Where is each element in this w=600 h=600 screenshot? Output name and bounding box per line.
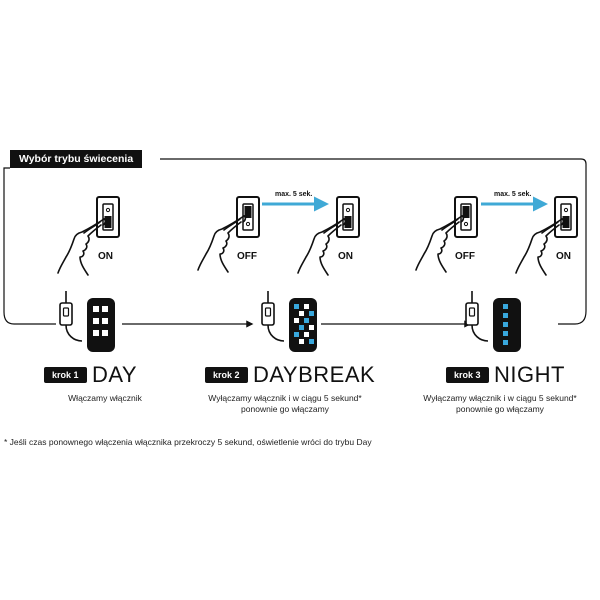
step-description-line: ponownie go włączamy bbox=[241, 404, 329, 414]
step-badge: krok 3 bbox=[446, 367, 489, 383]
wall-switch-icon bbox=[336, 196, 360, 238]
on-label: ON bbox=[98, 251, 113, 262]
cable-switch-icon bbox=[59, 290, 83, 342]
led-panel-icon bbox=[87, 298, 115, 352]
step-description-line: Wyłączamy włącznik i w ciągu 5 sekund* bbox=[208, 393, 362, 403]
mode-title: NIGHT bbox=[494, 362, 565, 387]
led-blue-dots bbox=[503, 304, 508, 345]
step-badge: krok 1 bbox=[44, 367, 87, 383]
max-time-label: max. 5 sek. bbox=[494, 191, 532, 198]
cable-switch-icon bbox=[465, 290, 489, 342]
step3-device bbox=[465, 290, 521, 352]
off-label: OFF bbox=[455, 251, 475, 262]
on-label: ON bbox=[338, 251, 353, 262]
step-description: Włączamy włącznik bbox=[68, 393, 142, 403]
step-badge: krok 2 bbox=[205, 367, 248, 383]
hand-icon bbox=[57, 218, 107, 276]
on-label: ON bbox=[556, 251, 571, 262]
mode-title: DAY bbox=[92, 362, 138, 387]
step1-device bbox=[59, 290, 115, 352]
step3-switch-illustration bbox=[415, 196, 578, 276]
wall-switch-icon bbox=[554, 196, 578, 238]
diagram-frame-left bbox=[3, 167, 56, 325]
step2-switch-illustration bbox=[197, 196, 360, 276]
cable-switch-icon bbox=[261, 290, 285, 342]
footnote: * Jeśli czas ponownego włączenia włączni… bbox=[4, 437, 372, 447]
max-time-label: max. 5 sek. bbox=[275, 191, 313, 198]
step2-device bbox=[261, 290, 317, 352]
section-title: Wybór trybu świecenia bbox=[10, 150, 143, 168]
wall-switch-icon bbox=[236, 196, 260, 238]
led-mixed-dots bbox=[294, 304, 314, 344]
step-description-line: ponownie go włączamy bbox=[456, 404, 544, 414]
step1-switch-illustration bbox=[57, 196, 120, 276]
hand-icon bbox=[197, 215, 247, 273]
step-description: Wyłączamy włącznik i w ciągu 5 sekund* p… bbox=[190, 393, 380, 415]
wall-switch-icon bbox=[454, 196, 478, 238]
step-description-line: Wyłączamy włącznik i w ciągu 5 sekund* bbox=[423, 393, 577, 403]
diagram-frame bbox=[160, 158, 587, 325]
wall-switch-icon bbox=[96, 196, 120, 238]
hand-icon bbox=[415, 215, 465, 273]
hand-icon bbox=[297, 218, 347, 276]
led-white-dots bbox=[93, 306, 108, 336]
off-label: OFF bbox=[237, 251, 257, 262]
mode-title: DAYBREAK bbox=[253, 362, 376, 387]
step-description: Wyłączamy włącznik i w ciągu 5 sekund* p… bbox=[405, 393, 595, 415]
hand-icon bbox=[515, 218, 565, 276]
